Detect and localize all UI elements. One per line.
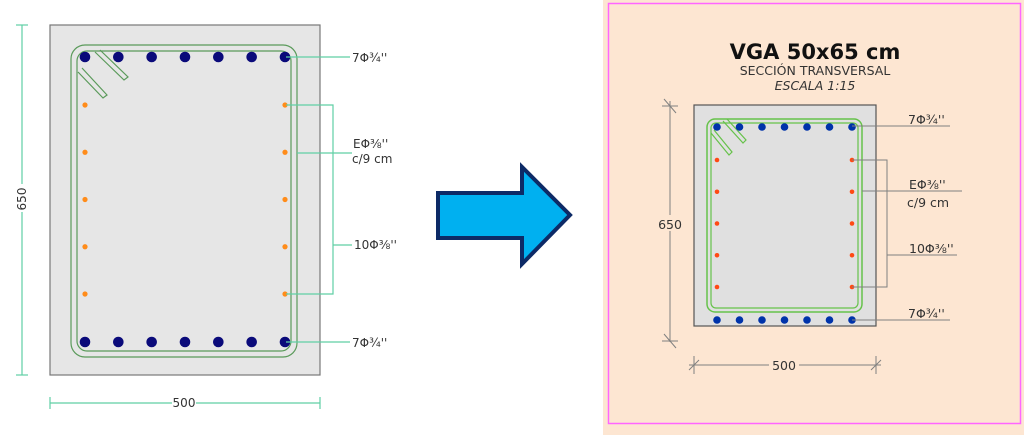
left-stirrup-label: EΦ⅜'' <box>353 137 388 151</box>
top-rebar <box>780 123 789 131</box>
right-width-label-bg <box>769 357 799 373</box>
right-title: VGA 50x65 cm <box>730 40 901 64</box>
bottom-rebar <box>803 316 811 324</box>
side-rebar-left <box>714 284 720 290</box>
top-rebar <box>735 123 744 131</box>
side-rebar-left <box>82 149 88 155</box>
top-rebar <box>146 51 157 63</box>
right-height-label: 650 <box>658 217 682 232</box>
side-rebar-left <box>714 252 720 258</box>
top-rebar <box>713 123 721 131</box>
side-rebar-right <box>282 102 288 108</box>
side-rebar-left <box>82 244 88 250</box>
right-side-bars-label: 10Φ⅜'' <box>909 241 954 256</box>
top-rebar <box>803 123 811 131</box>
right-stirrup-inner <box>710 122 859 309</box>
bottom-rebar <box>113 336 124 348</box>
side-rebar-left <box>714 221 720 226</box>
left-stirrup-outer <box>70 44 298 358</box>
side-rebar-right <box>282 291 288 297</box>
bottom-rebar <box>713 316 721 324</box>
left-rebar-group <box>79 51 291 348</box>
right-stirrup-label: EΦ⅜'' <box>909 177 946 192</box>
bottom-rebar <box>758 316 766 324</box>
side-rebar-right <box>849 189 855 195</box>
side-rebar-right <box>849 252 855 258</box>
left-bottom-bars-label: 7Φ¾'' <box>352 336 387 350</box>
left-leaders <box>286 56 352 343</box>
top-rebar <box>758 123 766 131</box>
left-side-bars-bracket <box>286 104 334 295</box>
left-stirrup-inner <box>76 50 292 352</box>
bottom-rebar <box>279 336 291 348</box>
right-stirrup-spacing-label: c/9 cm <box>907 195 949 210</box>
left-width-label-bg <box>172 396 196 410</box>
side-rebar-right <box>282 244 288 250</box>
right-top-bars-label: 7Φ¾'' <box>908 112 945 127</box>
side-rebar-left <box>82 291 88 297</box>
side-rebar-left <box>714 157 720 163</box>
right-section: VGA 50x65 cm SECCIÓN TRANSVERSAL ESCALA … <box>603 0 1024 435</box>
right-width-label: 500 <box>772 358 796 373</box>
top-rebar <box>825 123 834 131</box>
left-stirrup-spacing-label: c/9 cm <box>352 152 392 166</box>
top-rebar <box>179 51 191 63</box>
right-stirrup-hook <box>710 118 747 156</box>
left-section: 650 500 7Φ¾'' EΦ⅜'' c/9 cm 10Φ⅜'' 7Φ¾'' <box>15 24 397 410</box>
side-rebar-left <box>714 189 720 195</box>
bottom-rebar <box>213 336 224 348</box>
bottom-rebar <box>146 336 157 348</box>
left-side-bars-label: 10Φ⅜'' <box>354 238 397 252</box>
right-bottom-bars-label: 7Φ¾'' <box>908 306 945 321</box>
right-subtitle: SECCIÓN TRANSVERSAL <box>740 63 891 78</box>
top-rebar <box>246 51 257 63</box>
bottom-rebar <box>735 316 744 324</box>
right-leaders <box>852 125 962 321</box>
side-rebar-right <box>849 221 855 226</box>
top-rebar <box>79 51 91 63</box>
left-width-label: 500 <box>173 396 196 410</box>
bottom-rebar <box>79 336 91 348</box>
bottom-rebar <box>246 336 257 348</box>
bottom-rebar <box>179 336 191 348</box>
top-rebar <box>279 51 291 63</box>
side-rebar-left <box>82 196 88 203</box>
top-rebar <box>848 123 856 131</box>
left-top-bars-label: 7Φ¾'' <box>352 51 387 65</box>
side-rebar-left <box>82 102 88 108</box>
left-height-label: 650 <box>15 188 29 211</box>
right-side-bars-bracket <box>852 159 888 288</box>
left-concrete-body <box>49 24 321 376</box>
right-scale-label: ESCALA 1:15 <box>775 78 856 93</box>
left-stirrup-hook <box>77 49 129 99</box>
right-panel-frame <box>607 2 1022 425</box>
right-arrow-icon <box>436 162 573 269</box>
bottom-rebar <box>825 316 834 324</box>
side-rebar-right <box>282 149 288 155</box>
top-rebar <box>113 51 124 63</box>
left-height-label-bg <box>15 184 29 212</box>
top-rebar <box>213 51 224 63</box>
right-stirrup-outer <box>706 118 863 313</box>
bottom-rebar <box>780 316 789 324</box>
right-height-label-bg <box>656 215 684 231</box>
side-rebar-right <box>282 196 288 203</box>
